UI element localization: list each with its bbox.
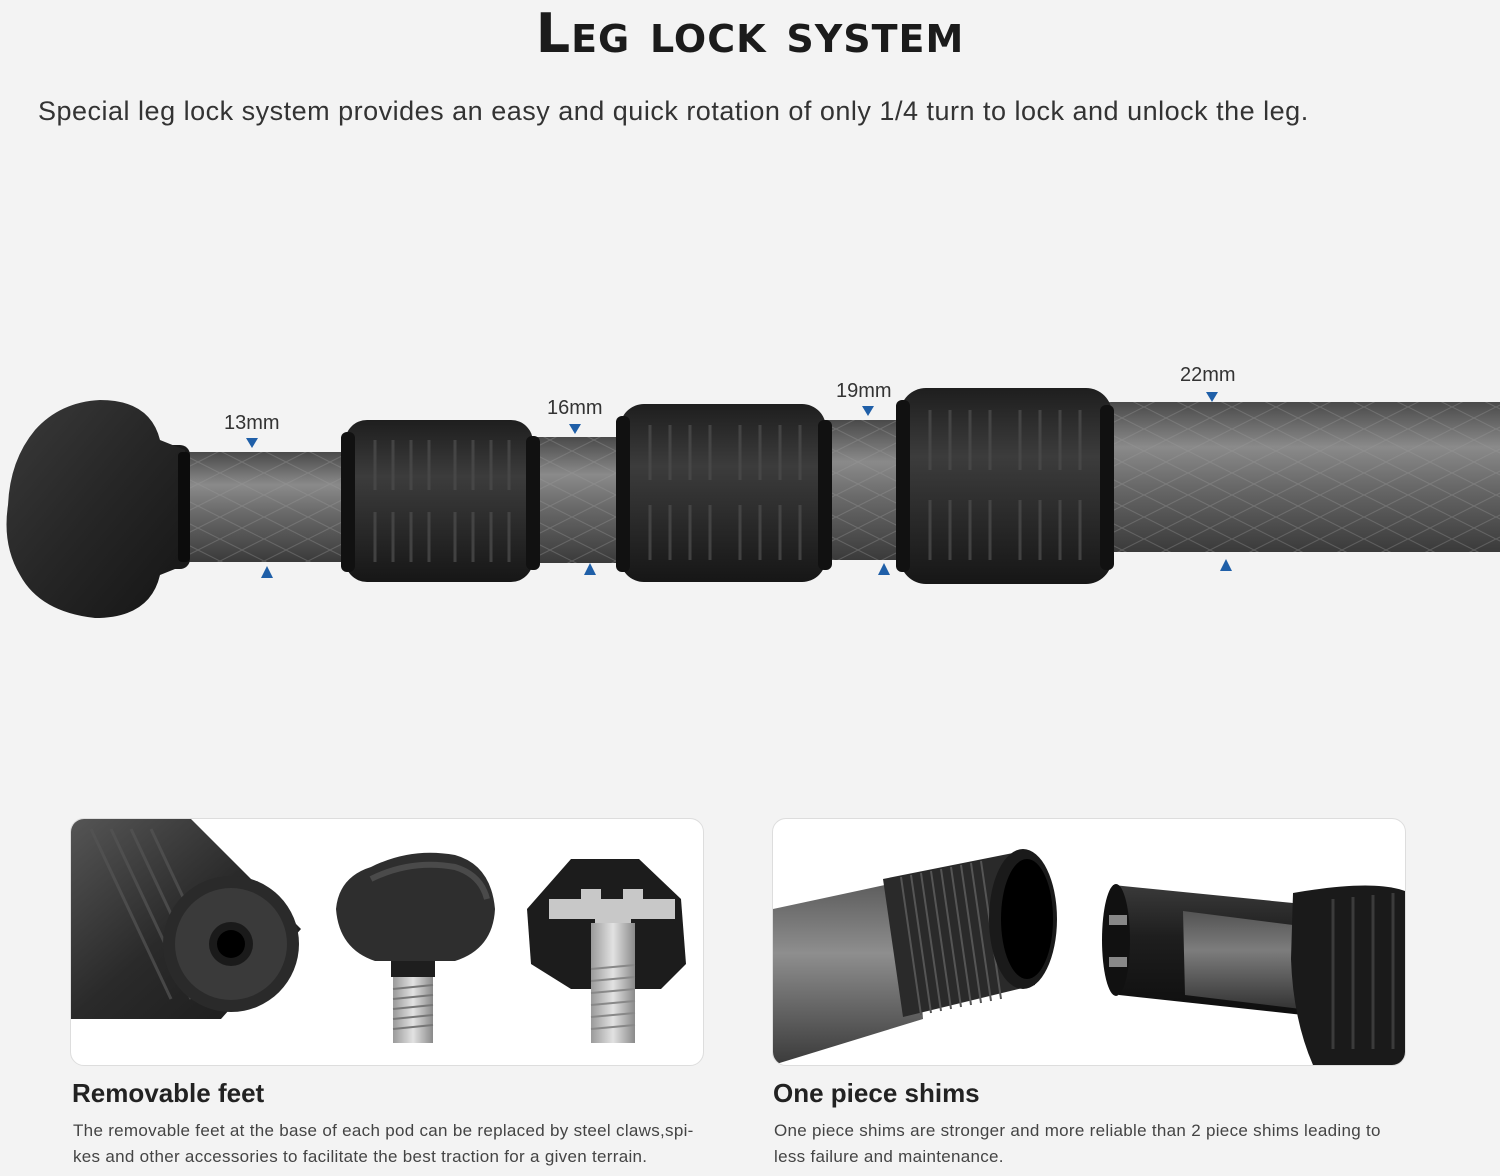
arrow-13mm-top [246,438,258,448]
arrow-16mm-bottom [584,563,596,575]
page-title: Leg lock system [535,2,965,65]
leg-end-socket [71,819,301,1019]
lock-knob-3 [896,388,1114,584]
removable-feet-image-panel [70,818,704,1066]
arrow-22mm-top [1206,392,1218,402]
shim-insert-tube [1102,884,1405,1065]
dimension-label-13mm: 13mm [224,412,280,434]
dimension-label-19mm: 19mm [836,380,892,402]
feature-title-one-piece-shims: One piece shims [773,1078,980,1108]
lock-knob-2 [616,404,832,582]
threaded-tube-end [773,849,1057,1065]
rubber-foot [6,400,190,618]
page-subtitle: Special leg lock system provides an easy… [38,96,1309,126]
feature-title-removable-feet: Removable feet [72,1078,265,1108]
lock-knob-1 [341,420,540,582]
tripod-leg-illustration [6,388,1500,618]
one-piece-shims-image-panel [772,818,1406,1066]
dimension-markers [246,392,1232,578]
arrow-22mm-bottom [1220,559,1232,571]
feature-body-removable-feet: The removable feet at the base of each p… [73,1121,694,1166]
dimension-label-22mm: 22mm [1180,364,1236,386]
arrow-13mm-bottom [261,566,273,578]
arrow-19mm-bottom [878,563,890,575]
feature-body-one-piece-shims: One piece shims are stronger and more re… [774,1121,1381,1166]
foot-cross-section [527,859,686,1043]
detached-foot [336,852,495,1043]
arrow-16mm-top [569,424,581,434]
arrow-19mm-top [862,406,874,416]
dimension-label-16mm: 16mm [547,397,603,419]
